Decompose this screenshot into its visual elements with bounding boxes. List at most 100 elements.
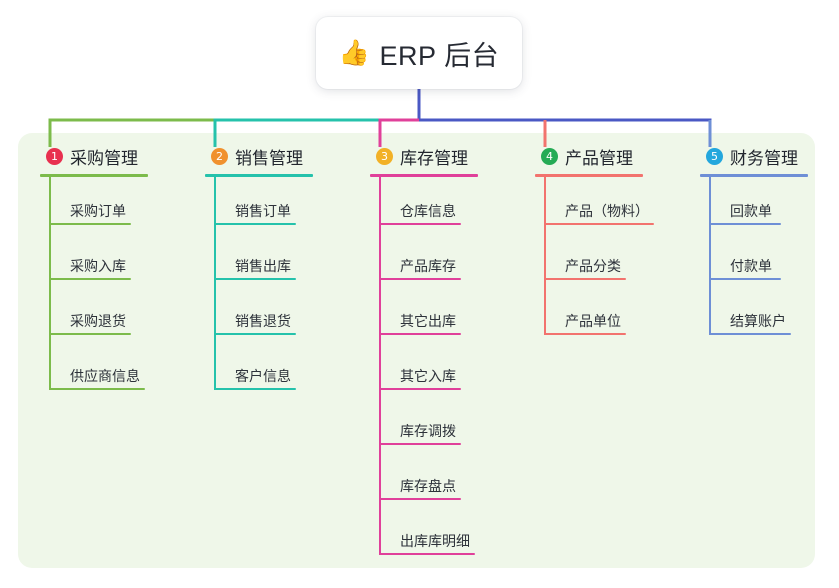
branch-item-label: 库存盘点	[400, 478, 456, 494]
branch-spine	[709, 177, 711, 335]
branch-number-badge: 3	[376, 147, 393, 165]
branch-spine	[214, 177, 216, 390]
branch-item[interactable]: 采购入库	[40, 232, 148, 287]
branch-item-label: 付款单	[730, 258, 772, 274]
branch-item-underline	[379, 223, 461, 225]
branch-item-underline	[709, 223, 781, 225]
branch-item[interactable]: 其它入库	[370, 342, 478, 397]
branch-item-list: 仓库信息产品库存其它出库其它入库库存调拨库存盘点出库库明细	[370, 177, 478, 562]
branch-column-1: 1 采购管理采购订单采购入库采购退货供应商信息	[40, 144, 148, 397]
branch-item-underline	[214, 278, 296, 280]
branch-title: 库存管理	[400, 148, 468, 168]
branch-header-underline	[40, 174, 148, 177]
branch-header-5[interactable]: 5 财务管理	[700, 144, 808, 168]
branch-header-3[interactable]: 3 库存管理	[370, 144, 478, 168]
branch-header-underline	[535, 174, 643, 177]
branch-item-label: 其它入库	[400, 368, 456, 384]
branch-item[interactable]: 其它出库	[370, 287, 478, 342]
branch-item-label: 结算账户	[730, 313, 786, 329]
branch-number-badge: 2	[211, 147, 228, 165]
branch-item-underline	[379, 278, 461, 280]
branch-item-list: 产品（物料） 产品分类产品单位	[535, 177, 654, 342]
branch-item-label: 库存调拨	[400, 423, 456, 439]
branch-spine	[49, 177, 51, 390]
branch-item[interactable]: 付款单	[700, 232, 808, 287]
branch-item[interactable]: 销售出库	[205, 232, 313, 287]
branches-background-panel	[18, 133, 815, 568]
branch-item-underline	[214, 223, 296, 225]
branch-header-underline	[700, 174, 808, 177]
branch-item-list: 回款单付款单结算账户	[700, 177, 808, 342]
branch-item[interactable]: 采购退货	[40, 287, 148, 342]
thumbs-up-emoji: 👍	[338, 38, 371, 67]
branch-item[interactable]: 产品（物料）	[535, 177, 654, 232]
branch-item-underline	[214, 388, 296, 390]
branch-item-underline	[544, 223, 654, 225]
branch-item-list: 采购订单采购入库采购退货供应商信息	[40, 177, 148, 397]
branch-item-label: 回款单	[730, 203, 772, 219]
branch-column-3: 3 库存管理仓库信息产品库存其它出库其它入库库存调拨库存盘点出库库明细	[370, 144, 478, 562]
branch-item[interactable]: 库存盘点	[370, 452, 478, 507]
branch-title: 财务管理	[730, 148, 798, 168]
branch-number-badge: 5	[706, 147, 723, 165]
branch-header-4[interactable]: 4 产品管理	[535, 144, 643, 168]
branch-item-label: 销售订单	[235, 203, 291, 219]
branch-item[interactable]: 销售订单	[205, 177, 313, 232]
branch-item[interactable]: 库存调拨	[370, 397, 478, 452]
branch-item-label: 产品（物料）	[565, 203, 649, 219]
branch-item-label: 客户信息	[235, 368, 291, 384]
root-node[interactable]: 👍 ERP 后台	[316, 17, 522, 89]
branch-item-label: 产品单位	[565, 313, 621, 329]
branch-item-label: 采购入库	[70, 258, 126, 274]
branch-item-label: 采购退货	[70, 313, 126, 329]
branch-item[interactable]: 产品库存	[370, 232, 478, 287]
branch-item[interactable]: 结算账户	[700, 287, 808, 342]
branch-item-underline	[544, 278, 626, 280]
branch-column-4: 4 产品管理产品（物料） 产品分类产品单位	[535, 144, 654, 342]
branch-item-underline	[214, 333, 296, 335]
branch-item-underline	[49, 388, 145, 390]
branch-item[interactable]: 产品分类	[535, 232, 643, 287]
branch-number-badge: 4	[541, 147, 558, 165]
branch-item-underline	[709, 278, 781, 280]
branch-item-label: 其它出库	[400, 313, 456, 329]
branch-item-label: 仓库信息	[400, 203, 456, 219]
branch-item-label: 采购订单	[70, 203, 126, 219]
branch-item-underline	[379, 388, 461, 390]
branch-item-underline	[49, 333, 131, 335]
branch-item-underline	[49, 223, 131, 225]
branch-item-underline	[379, 553, 475, 555]
branch-item[interactable]: 销售退货	[205, 287, 313, 342]
branch-item-label: 销售退货	[235, 313, 291, 329]
branch-item-underline	[379, 333, 461, 335]
branch-item-label: 供应商信息	[70, 368, 140, 384]
branch-item[interactable]: 采购订单	[40, 177, 148, 232]
branch-item[interactable]: 出库库明细	[370, 507, 478, 562]
branch-item-label: 出库库明细	[400, 533, 470, 549]
branch-number-badge: 1	[46, 147, 63, 165]
branch-item-underline	[379, 498, 461, 500]
branch-header-underline	[205, 174, 313, 177]
branch-item-label: 产品库存	[400, 258, 456, 274]
branch-item[interactable]: 产品单位	[535, 287, 643, 342]
branch-item-list: 销售订单销售出库销售退货客户信息	[205, 177, 313, 397]
branch-spine	[544, 177, 546, 335]
branch-column-5: 5 财务管理回款单付款单结算账户	[700, 144, 808, 342]
branch-title: 采购管理	[70, 148, 138, 168]
branch-title: 产品管理	[565, 148, 633, 168]
branch-item-underline	[379, 443, 461, 445]
branch-item-label: 销售出库	[235, 258, 291, 274]
branch-item-underline	[544, 333, 626, 335]
branch-item-underline	[709, 333, 791, 335]
branch-header-underline	[370, 174, 478, 177]
branch-item[interactable]: 仓库信息	[370, 177, 478, 232]
branch-item[interactable]: 供应商信息	[40, 342, 148, 397]
branch-item[interactable]: 回款单	[700, 177, 808, 232]
root-node-title: ERP 后台	[379, 40, 500, 71]
branch-item[interactable]: 客户信息	[205, 342, 313, 397]
branch-header-1[interactable]: 1 采购管理	[40, 144, 148, 168]
